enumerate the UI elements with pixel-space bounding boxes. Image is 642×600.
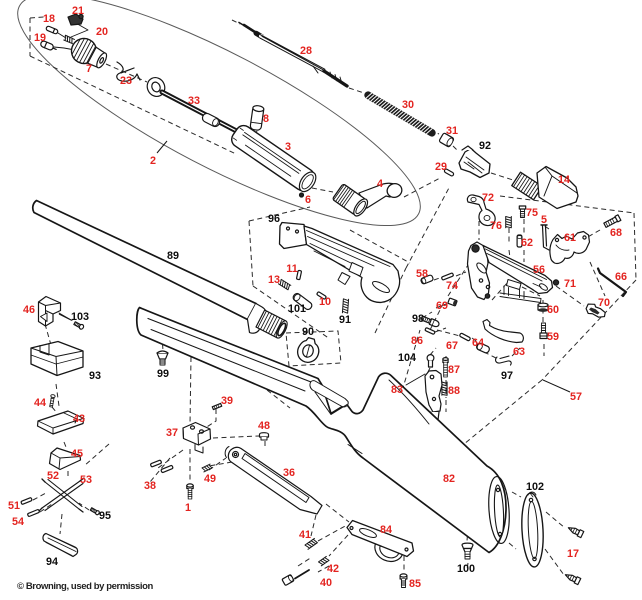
svg-text:37: 37 xyxy=(166,427,178,439)
svg-text:49: 49 xyxy=(204,473,216,485)
svg-text:103: 103 xyxy=(71,311,89,323)
svg-text:28: 28 xyxy=(300,45,312,57)
svg-text:104: 104 xyxy=(398,352,416,364)
svg-text:18: 18 xyxy=(43,13,55,25)
svg-text:51: 51 xyxy=(8,500,20,512)
svg-text:42: 42 xyxy=(327,563,339,575)
svg-text:23: 23 xyxy=(120,75,132,87)
svg-text:1: 1 xyxy=(185,502,191,514)
svg-text:62: 62 xyxy=(521,237,533,249)
svg-text:40: 40 xyxy=(320,577,332,589)
svg-text:75: 75 xyxy=(526,207,538,219)
svg-text:17: 17 xyxy=(567,548,579,560)
svg-text:93: 93 xyxy=(89,370,101,382)
svg-text:68: 68 xyxy=(610,227,622,239)
svg-text:2: 2 xyxy=(150,155,156,167)
svg-text:56: 56 xyxy=(533,264,545,276)
svg-text:88: 88 xyxy=(448,385,460,397)
svg-text:58: 58 xyxy=(416,268,428,280)
svg-text:89: 89 xyxy=(167,250,179,262)
svg-text:72: 72 xyxy=(482,192,494,204)
svg-text:74: 74 xyxy=(446,280,458,292)
svg-text:36: 36 xyxy=(283,467,295,479)
svg-text:53: 53 xyxy=(80,474,92,486)
svg-text:70: 70 xyxy=(598,297,610,309)
svg-text:102: 102 xyxy=(526,481,544,493)
svg-text:21: 21 xyxy=(72,5,84,17)
svg-text:3: 3 xyxy=(285,141,291,153)
svg-text:46: 46 xyxy=(23,304,35,316)
svg-text:11: 11 xyxy=(286,263,297,275)
svg-text:66: 66 xyxy=(615,271,627,283)
svg-text:7: 7 xyxy=(86,63,92,75)
svg-text:61: 61 xyxy=(564,232,576,244)
svg-text:91: 91 xyxy=(339,314,351,326)
svg-text:39: 39 xyxy=(221,395,233,407)
svg-text:13: 13 xyxy=(268,274,280,286)
svg-text:101: 101 xyxy=(288,303,306,315)
svg-text:84: 84 xyxy=(380,524,392,536)
svg-text:87: 87 xyxy=(448,364,460,376)
svg-text:64: 64 xyxy=(472,337,484,349)
svg-text:86: 86 xyxy=(411,335,423,347)
svg-text:31: 31 xyxy=(446,125,458,137)
svg-text:14: 14 xyxy=(558,174,570,186)
svg-text:99: 99 xyxy=(157,368,169,380)
svg-text:67: 67 xyxy=(446,340,458,352)
svg-text:33: 33 xyxy=(188,95,200,107)
svg-text:92: 92 xyxy=(479,140,491,152)
svg-text:97: 97 xyxy=(501,370,513,382)
svg-text:52: 52 xyxy=(47,470,59,482)
svg-text:90: 90 xyxy=(302,326,314,338)
svg-text:100: 100 xyxy=(457,563,475,575)
svg-text:20: 20 xyxy=(96,26,108,38)
svg-text:19: 19 xyxy=(34,32,46,44)
svg-text:95: 95 xyxy=(99,510,111,522)
svg-text:98: 98 xyxy=(412,313,424,325)
svg-text:29: 29 xyxy=(435,161,447,173)
svg-text:94: 94 xyxy=(46,556,58,568)
svg-text:96: 96 xyxy=(268,213,280,225)
svg-text:60: 60 xyxy=(547,304,559,316)
svg-text:6: 6 xyxy=(305,194,311,206)
svg-text:4: 4 xyxy=(377,178,383,190)
svg-text:82: 82 xyxy=(443,473,455,485)
svg-text:44: 44 xyxy=(34,397,46,409)
svg-text:54: 54 xyxy=(12,516,24,528)
svg-text:© Browning, used by permission: © Browning, used by permission xyxy=(17,581,154,592)
svg-text:71: 71 xyxy=(564,278,576,290)
svg-text:48: 48 xyxy=(258,420,270,432)
svg-text:57: 57 xyxy=(570,391,582,403)
svg-text:30: 30 xyxy=(402,99,414,111)
svg-text:43: 43 xyxy=(73,413,85,425)
svg-text:85: 85 xyxy=(409,578,421,590)
svg-text:76: 76 xyxy=(490,220,502,232)
svg-text:83: 83 xyxy=(391,384,403,396)
svg-text:45: 45 xyxy=(71,448,83,460)
svg-text:69: 69 xyxy=(436,300,448,312)
svg-text:41: 41 xyxy=(299,529,311,541)
svg-text:8: 8 xyxy=(263,113,269,125)
svg-text:10: 10 xyxy=(319,296,331,308)
svg-text:38: 38 xyxy=(144,480,156,492)
svg-text:5: 5 xyxy=(541,214,547,226)
svg-text:63: 63 xyxy=(513,346,525,358)
svg-text:59: 59 xyxy=(547,331,559,343)
